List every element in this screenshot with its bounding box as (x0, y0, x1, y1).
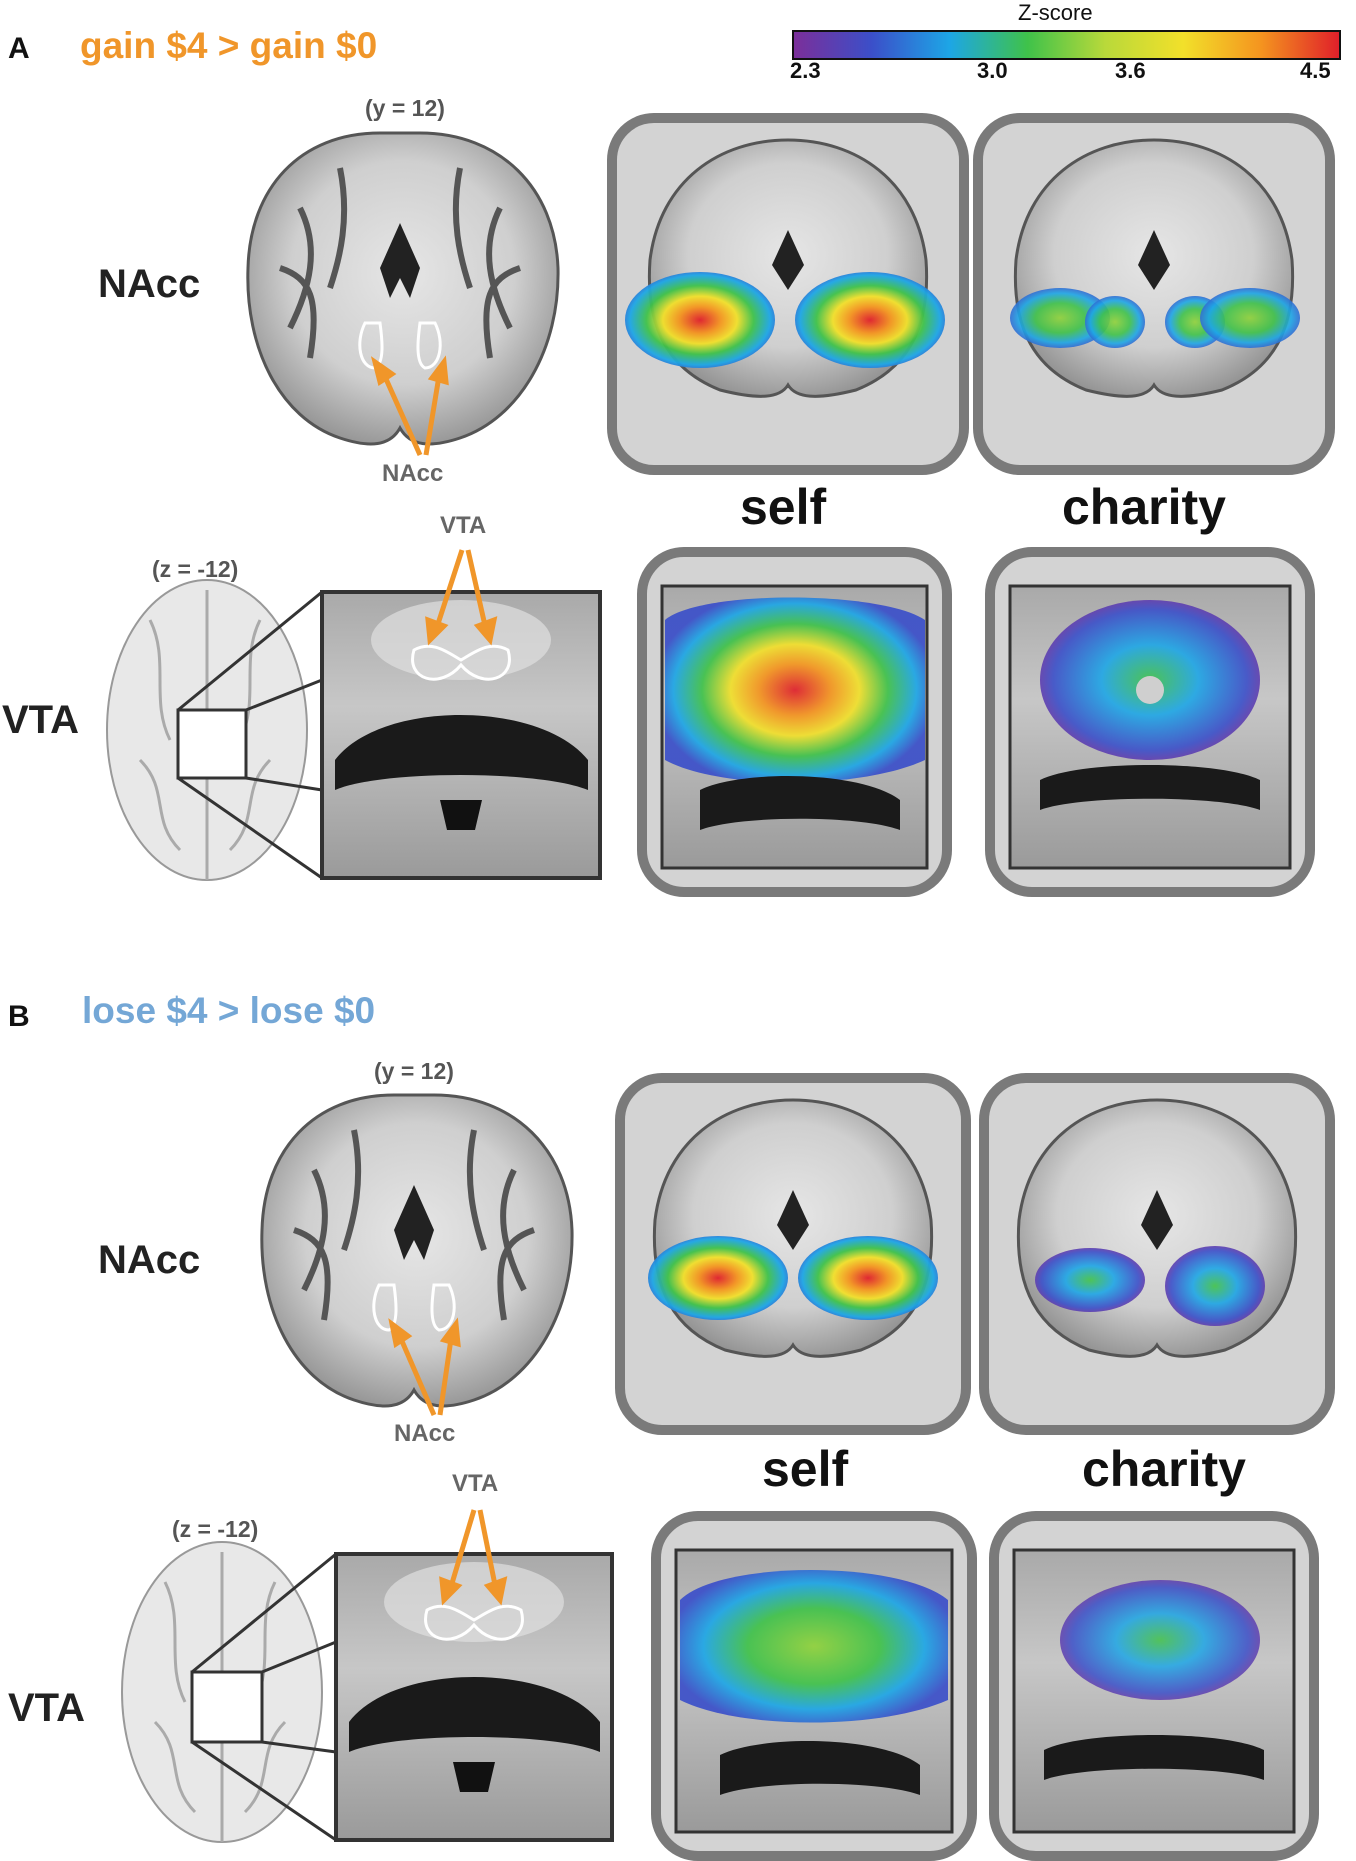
nacc-arrows (370, 355, 449, 457)
colorbar-title: Z-score (1018, 0, 1093, 25)
axial-brain-slice (121, 1541, 337, 1843)
panel-title-a: gain $4 > gain $0 (80, 25, 378, 66)
condition-label-self-b: self (762, 1441, 849, 1497)
colorbar-fill (794, 32, 1339, 58)
nacc-self-activation-map (615, 1073, 971, 1435)
axial-brain-slice (106, 579, 323, 881)
colorbar (792, 30, 1341, 60)
axial-coordinate-b: (z = -12) (172, 1516, 259, 1542)
vta-self-activation-map (637, 547, 952, 897)
vta-arrow-label-a: VTA (440, 512, 487, 539)
nacc-arrows (388, 1317, 461, 1416)
condition-label-charity-b: charity (1082, 1441, 1246, 1497)
vta-row-label-a: VTA (2, 698, 80, 742)
panel-a-figure (106, 113, 1335, 897)
vta-charity-activation-map (985, 547, 1315, 897)
panel-b-figure (121, 1073, 1335, 1861)
nacc-arrow-label-a: NAcc (382, 460, 444, 487)
panel-title-b: lose $4 > lose $0 (82, 990, 376, 1031)
vta-zoom-slice (320, 590, 602, 880)
panel-letter-b: B (8, 1000, 30, 1033)
axial-coordinate-a: (z = -12) (152, 556, 239, 582)
vta-self-activation-map (651, 1511, 977, 1861)
vta-arrows (425, 549, 498, 646)
vta-charity-activation-map (989, 1511, 1319, 1861)
coronal-brain-slice (260, 1093, 574, 1408)
colorbar-tick: 4.5 (1300, 58, 1331, 83)
coronal-brain-slice (246, 131, 560, 446)
vta-arrows (439, 1509, 508, 1606)
coronal-coordinate-a: (y = 12) (365, 95, 445, 121)
nacc-row-label-b: NAcc (98, 1238, 201, 1282)
colorbar-gradient (794, 32, 1339, 58)
vta-arrow-label-b: VTA (452, 1470, 499, 1497)
vta-row-label-b: VTA (8, 1686, 86, 1730)
condition-label-self-a: self (740, 479, 827, 535)
nacc-charity-activation-map (973, 113, 1335, 475)
nacc-row-label-a: NAcc (98, 262, 201, 306)
panel-letter-a: A (8, 32, 30, 65)
coronal-coordinate-b: (y = 12) (374, 1058, 454, 1084)
colorbar-tick: 3.6 (1115, 58, 1146, 83)
colorbar-tick: 3.0 (977, 58, 1008, 83)
colorbar-tick: 2.3 (790, 58, 821, 83)
nacc-self-activation-map (607, 113, 969, 475)
nacc-charity-activation-map (979, 1073, 1335, 1435)
nacc-arrow-label-b: NAcc (394, 1420, 456, 1447)
condition-label-charity-a: charity (1062, 479, 1226, 535)
vta-zoom-slice (334, 1552, 614, 1842)
